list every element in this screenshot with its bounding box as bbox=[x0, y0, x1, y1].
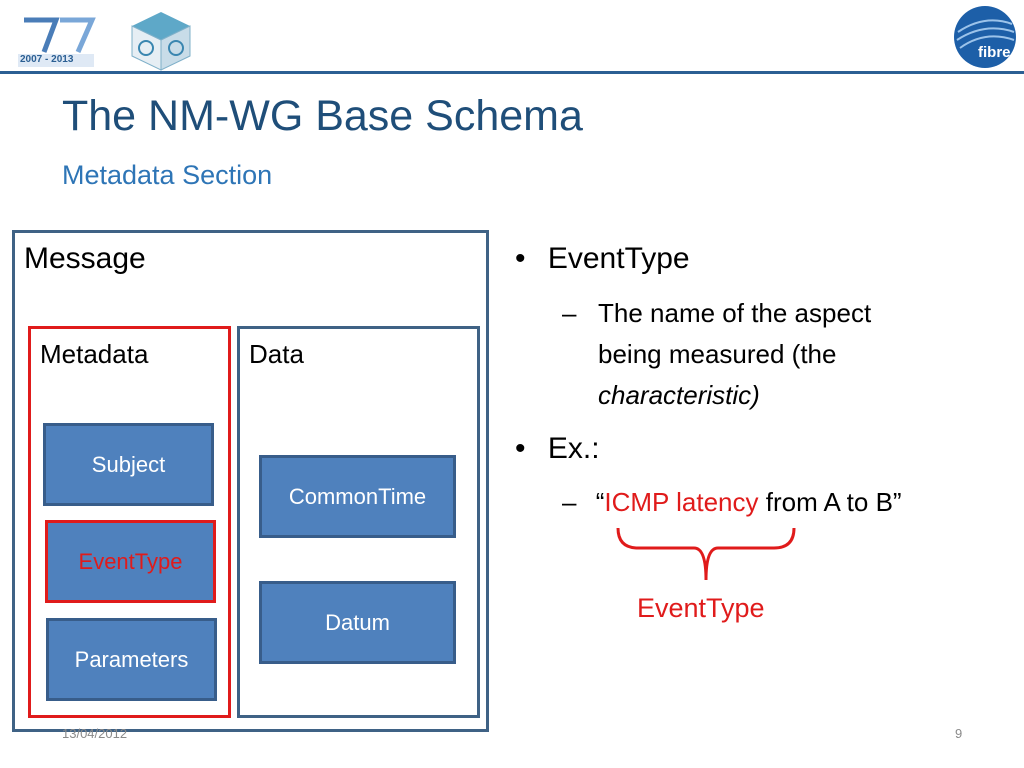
bullet-2-sub: – “ICMP latency from A to B” bbox=[562, 482, 902, 523]
bullet-2-text: Ex.: bbox=[547, 432, 600, 465]
example-rest: from A to B” bbox=[758, 487, 902, 517]
footer-date: 13/04/2012 bbox=[62, 726, 128, 741]
bullet-1: • EventType bbox=[515, 242, 690, 276]
curly-brace-icon bbox=[616, 527, 796, 581]
bullet-marker: • bbox=[515, 432, 526, 465]
eventtype-element: EventType bbox=[45, 520, 216, 603]
bullet-1-sub-line2: being measured (the bbox=[598, 339, 837, 369]
commontime-element: CommonTime bbox=[259, 455, 456, 538]
bullet-1-sub-line3: characteristic) bbox=[598, 380, 760, 410]
icmp-latency-highlight: ICMP latency bbox=[604, 487, 759, 517]
open-quote: “ bbox=[595, 487, 605, 517]
subject-element: Subject bbox=[43, 423, 214, 506]
bullet-2: • Ex.: bbox=[515, 432, 600, 466]
fibre-logo: fibre bbox=[952, 4, 1018, 70]
data-label: Data bbox=[249, 339, 304, 369]
metadata-box bbox=[28, 326, 231, 718]
bullet-marker: • bbox=[515, 242, 526, 275]
cube-logo bbox=[126, 8, 196, 72]
page-number: 9 bbox=[955, 726, 963, 741]
metadata-label: Metadata bbox=[40, 339, 149, 369]
page-title: The NM-WG Base Schema bbox=[62, 92, 583, 140]
header-rule bbox=[0, 71, 1024, 74]
fibre-globe-icon bbox=[954, 6, 1016, 68]
cube-icon bbox=[131, 12, 191, 71]
dash-marker: – bbox=[562, 487, 577, 517]
message-label: Message bbox=[24, 242, 146, 275]
parameters-element: Parameters bbox=[46, 618, 217, 701]
bullet-1-sub: – The name of the aspect being measured … bbox=[562, 293, 871, 416]
fibre-label: fibre bbox=[978, 44, 1011, 61]
dash-marker: – bbox=[562, 298, 577, 328]
fp7-years: 2007 - 2013 bbox=[20, 54, 74, 65]
bullet-1-text: EventType bbox=[547, 242, 690, 275]
page-subtitle: Metadata Section bbox=[62, 160, 273, 190]
brace-label: EventType bbox=[637, 593, 765, 623]
datum-element: Datum bbox=[259, 581, 456, 664]
fp7-logo: 2007 - 2013 bbox=[16, 10, 96, 68]
fp7-seven-icon bbox=[18, 17, 96, 67]
bullet-1-sub-line1: The name of the aspect bbox=[598, 298, 872, 328]
